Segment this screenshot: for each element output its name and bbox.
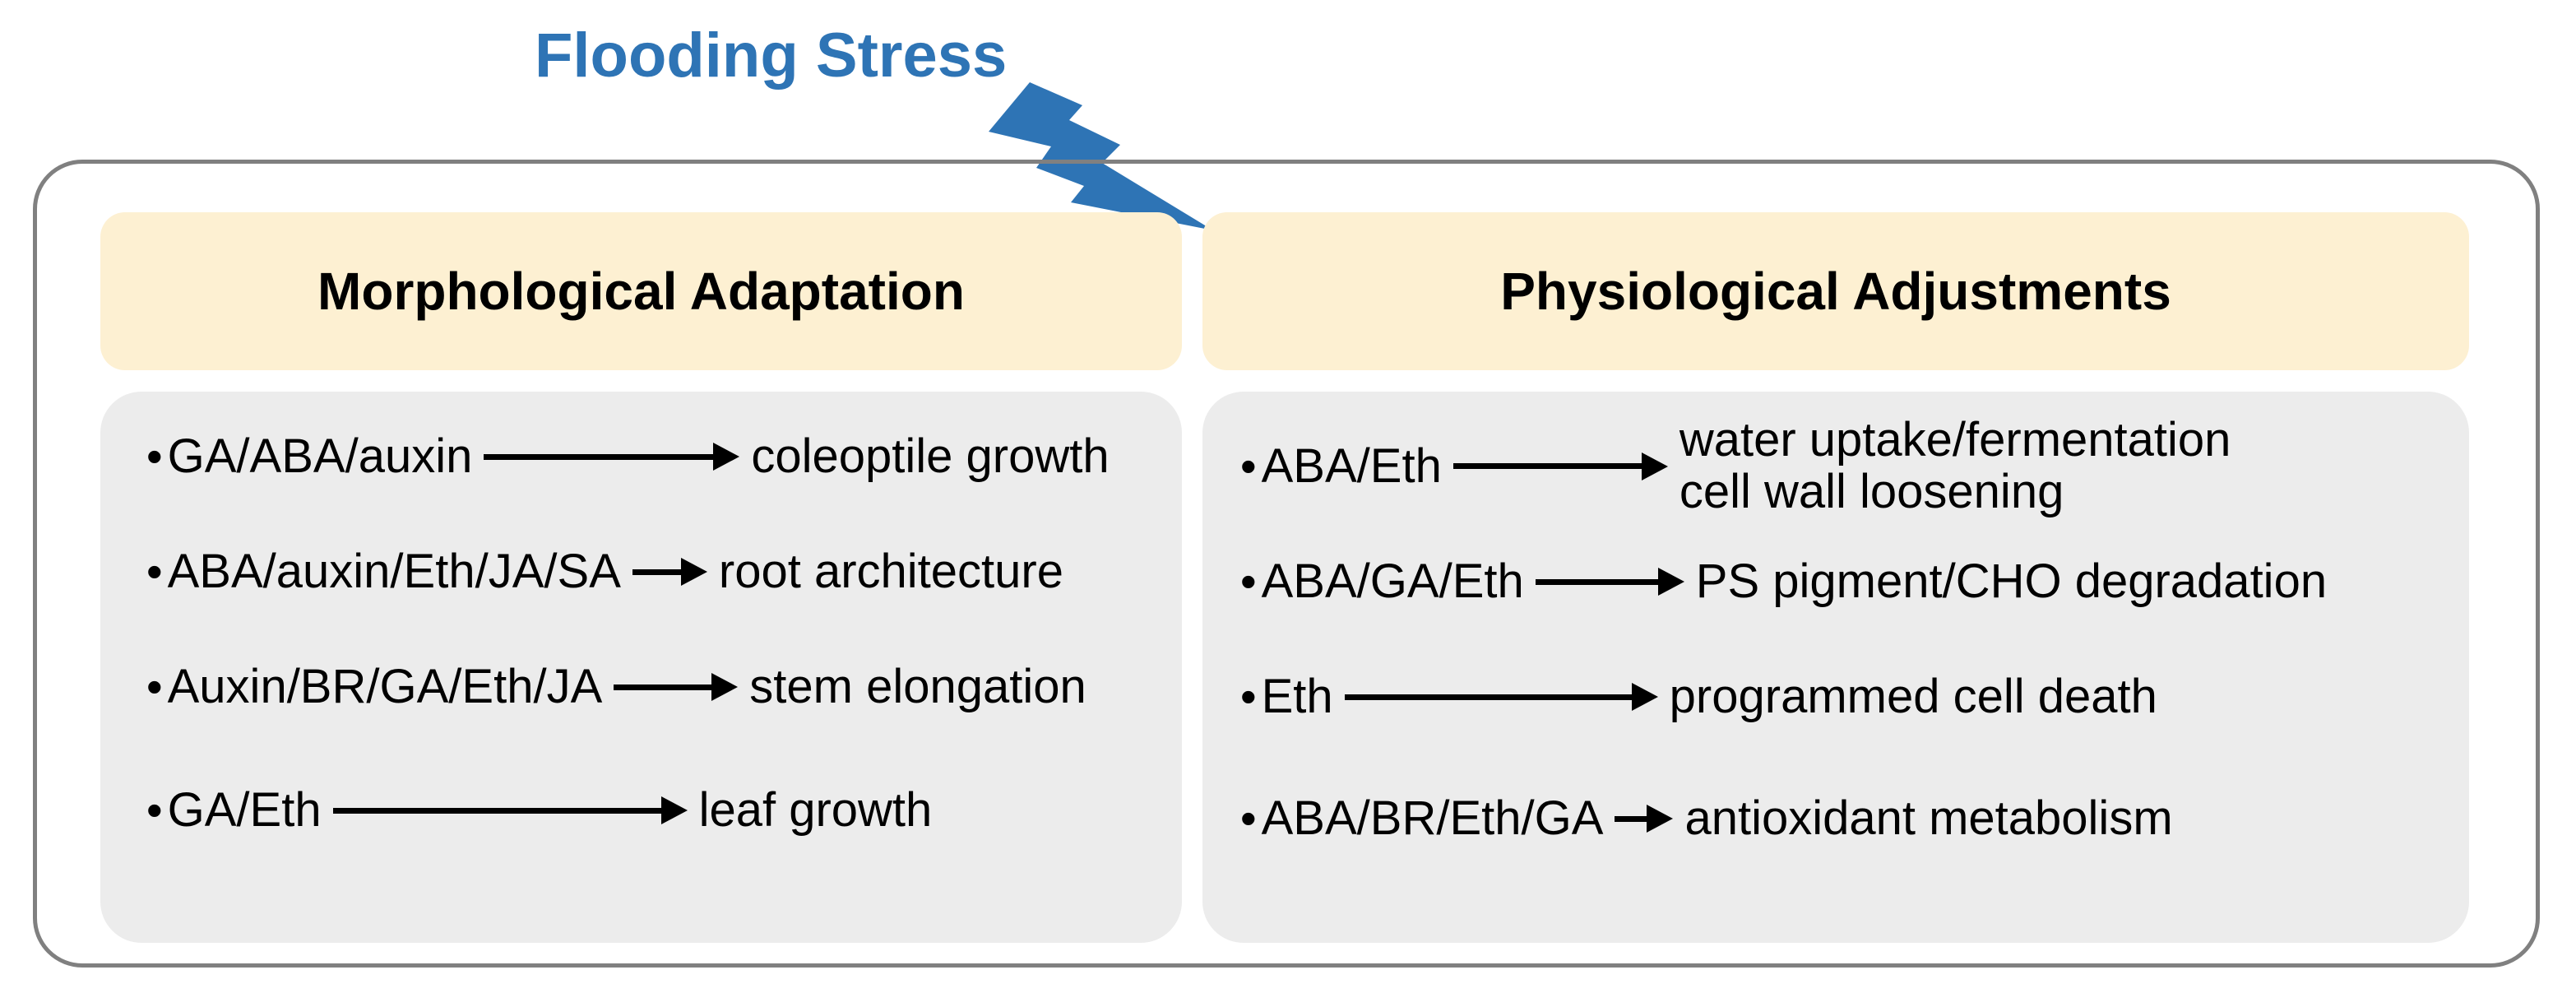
response-target: root architecture: [718, 545, 1063, 598]
bullet-point: •: [1240, 792, 1257, 845]
arrow-right-icon: [632, 558, 707, 587]
header-morphological-adaptation: Morphological Adaptation: [100, 212, 1182, 370]
hormone-source: GA/ABA/auxin: [167, 429, 473, 484]
panel-morphological-items: • GA/ABA/auxin coleoptile growth • ABA/a…: [100, 392, 1182, 943]
hormone-source: Eth: [1261, 670, 1333, 724]
page-title: Flooding Stress: [535, 21, 1008, 90]
bullet-point: •: [1240, 671, 1257, 723]
arrow-right-icon: [1535, 568, 1684, 596]
diagram-frame: [33, 160, 2540, 968]
response-target: leaf growth: [698, 783, 933, 837]
hormone-source: ABA/BR/Eth/GA: [1261, 791, 1604, 846]
arrow-right-icon: [1615, 805, 1674, 833]
list-item: • Eth programmed cell death: [1240, 671, 2157, 723]
panel-physiological-items: • ABA/Eth water uptake/fermentation cell…: [1202, 392, 2469, 943]
arrow-right-icon: [1344, 683, 1658, 712]
arrow-right-icon: [332, 796, 688, 825]
bullet-point: •: [1240, 555, 1257, 608]
list-item: • ABA/Eth water uptake/fermentation cell…: [1240, 413, 2231, 518]
header-morphological-label: Morphological Adaptation: [317, 262, 965, 321]
bullet-point: •: [1240, 439, 1257, 492]
header-physiological-label: Physiological Adjustments: [1500, 262, 2171, 321]
hormone-source: ABA/Eth: [1261, 439, 1442, 493]
header-physiological-adjustments: Physiological Adjustments: [1202, 212, 2469, 370]
column-physiological-adjustments: Physiological Adjustments • ABA/Eth wate…: [1202, 212, 2469, 943]
bullet-point: •: [146, 430, 163, 483]
hormone-source: ABA/auxin/Eth/JA/SA: [167, 545, 621, 599]
hormone-source: ABA/GA/Eth: [1261, 555, 1524, 609]
hormone-source: GA/Eth: [167, 783, 322, 838]
list-item: • Auxin/BR/GA/Eth/JA stem elongation: [146, 661, 1086, 713]
arrow-right-icon: [1452, 452, 1668, 480]
lightning-bolt-icon: [989, 82, 1213, 230]
response-target-line1: water uptake/fermentation: [1679, 413, 2231, 466]
bullet-point: •: [146, 784, 163, 837]
hormone-source: Auxin/BR/GA/Eth/JA: [167, 660, 603, 714]
list-item: • GA/ABA/auxin coleoptile growth: [146, 429, 1110, 484]
response-target: programmed cell death: [1669, 670, 2157, 723]
response-target: PS pigment/CHO degradation: [1695, 555, 2328, 608]
list-item: • ABA/auxin/Eth/JA/SA root architecture: [146, 545, 1063, 599]
list-item: • ABA/BR/Eth/GA antioxidant metabolism: [1240, 791, 2173, 846]
response-target: antioxidant metabolism: [1684, 791, 2173, 845]
response-target-line2: cell wall loosening: [1679, 464, 2064, 518]
list-item: • ABA/GA/Eth PS pigment/CHO degradation: [1240, 555, 2328, 609]
arrow-right-icon: [614, 673, 739, 702]
bullet-point: •: [146, 545, 163, 598]
response-target: water uptake/fermentation cell wall loos…: [1679, 413, 2231, 518]
column-morphological-adaptation: Morphological Adaptation • GA/ABA/auxin …: [100, 212, 1182, 943]
bullet-point: •: [146, 661, 163, 713]
list-item: • GA/Eth leaf growth: [146, 783, 933, 838]
response-target: coleoptile growth: [751, 429, 1110, 483]
arrow-right-icon: [484, 443, 740, 471]
response-target: stem elongation: [749, 660, 1086, 713]
